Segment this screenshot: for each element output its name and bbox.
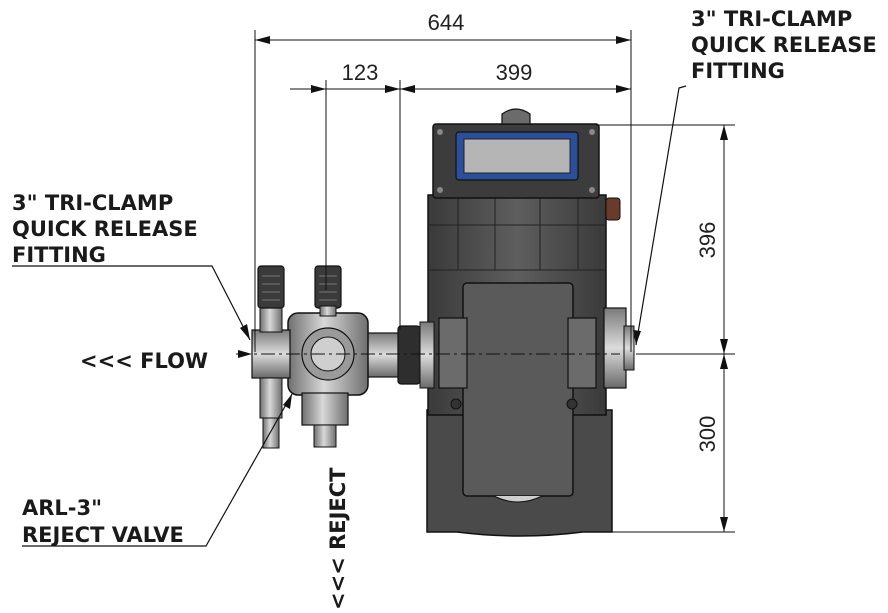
dim-upper-height: 396	[695, 222, 720, 259]
outlet-fitting-callout: 3" TRI-CLAMP QUICK RELEASE FITTING	[691, 7, 884, 83]
dim-inlet-offset: 123	[342, 60, 379, 85]
reject-label-vertical: <<< REJECT	[326, 467, 350, 610]
dim-lower-height: 300	[695, 416, 720, 453]
outlet-fitting	[603, 307, 635, 389]
cover-plate	[462, 282, 574, 497]
inlet-assembly	[251, 265, 435, 449]
display-screen	[463, 138, 571, 174]
leader-lines	[12, 85, 687, 547]
dim-overall-width: 644	[428, 10, 465, 35]
dim-body-width: 399	[496, 60, 533, 85]
reject-valve-callout: ARL-3" REJECT VALVE	[22, 496, 184, 547]
pump-body	[426, 108, 621, 537]
inlet-fitting-callout: 3" TRI-CLAMP QUICK RELEASE FITTING	[12, 191, 205, 267]
gauge-handle-right	[314, 265, 342, 309]
gauge-handle-left	[257, 265, 285, 309]
dimension-lines	[236, 30, 735, 533]
flow-label: <<< FLOW	[80, 349, 208, 373]
tri-clamp-ring	[397, 325, 421, 385]
